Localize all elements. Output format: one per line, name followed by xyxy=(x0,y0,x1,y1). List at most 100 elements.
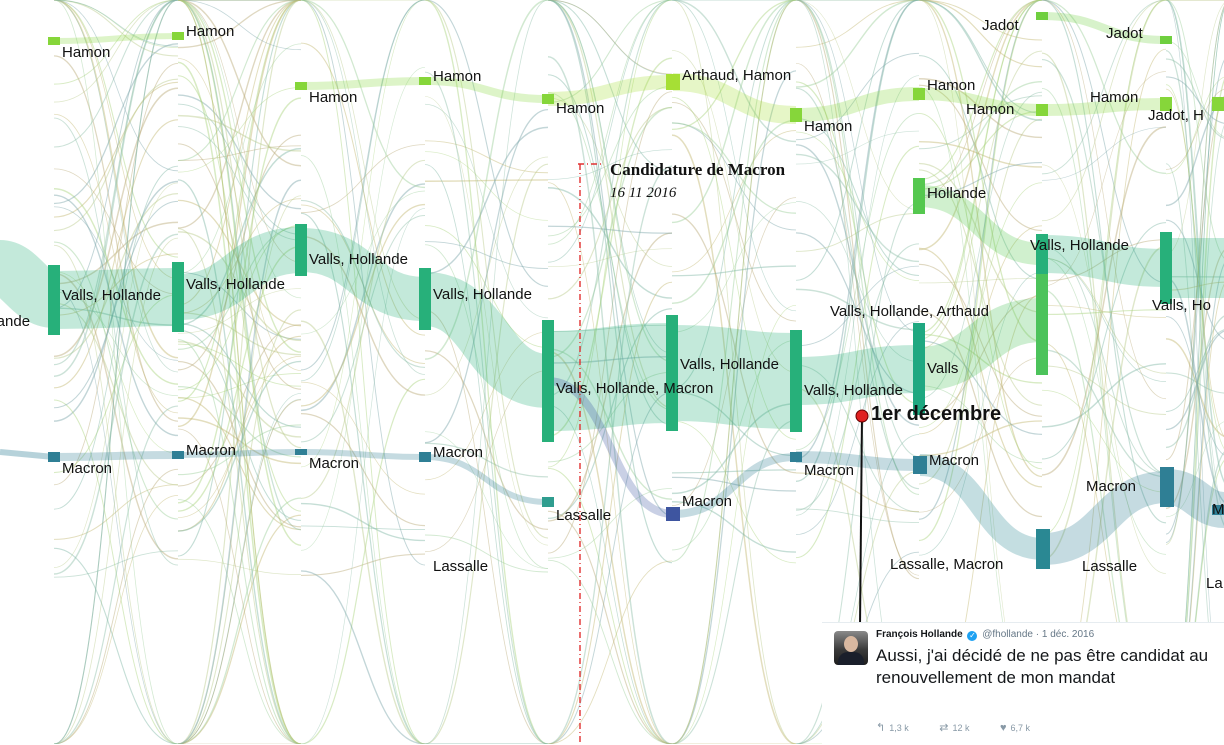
node-label-jadot-cut: Jadot, H xyxy=(1148,107,1204,124)
thin-flow xyxy=(178,498,301,744)
node-label-macron: Macron xyxy=(309,455,359,472)
tweet-author[interactable]: François Hollande xyxy=(876,629,963,640)
node-hamon xyxy=(295,82,307,90)
node-label-lassalle: Lassalle xyxy=(433,558,488,575)
node-label-valls-hollande-macron: Valls, Hollande, Macron xyxy=(556,380,713,397)
node-valls_hollande xyxy=(48,265,60,335)
node-label-hamon: Hamon xyxy=(804,118,852,135)
node-label-arthaud-hamon: Arthaud, Hamon xyxy=(682,67,791,84)
node-label-hamon: Hamon xyxy=(1090,89,1138,106)
tweet-meta: @fhollande · 1 déc. 2016 xyxy=(982,629,1094,640)
node-hamon xyxy=(1036,104,1048,116)
thin-flow xyxy=(548,561,672,744)
like-action[interactable]: ♥6,7 k xyxy=(1000,723,1044,733)
thin-flow xyxy=(301,0,425,381)
node-label-valls-hollande: Valls, Hollande xyxy=(1030,237,1129,254)
node-hamon xyxy=(790,108,802,122)
flow-band-m7-l3 xyxy=(920,465,1043,549)
node-valls_hollande xyxy=(419,268,431,330)
thin-flow xyxy=(178,62,301,744)
thin-flow xyxy=(796,509,919,523)
node-valls_hollande_macron xyxy=(542,320,554,442)
node-hollande xyxy=(913,178,925,214)
thin-flow xyxy=(178,515,301,744)
node-label-macron: Macron xyxy=(682,493,732,510)
thin-flow xyxy=(178,330,301,520)
node-valls_hollande xyxy=(666,315,678,431)
node-label-jadot: Jadot xyxy=(1106,25,1143,42)
avatar-face xyxy=(844,636,858,652)
thin-flow xyxy=(672,420,796,744)
node-label-macron: Macron xyxy=(804,462,854,479)
thin-flow xyxy=(548,0,672,74)
node-label-lassalle-macron: Lassalle, Macron xyxy=(890,556,1003,573)
node-lassalle xyxy=(542,497,554,507)
like-count: 6,7 k xyxy=(1011,723,1031,733)
thin-flow xyxy=(1042,127,1166,180)
node-macron xyxy=(1160,467,1174,507)
flow-band-left-edge xyxy=(0,268,54,300)
thin-flow xyxy=(548,183,672,744)
flow-band-m1-m2 xyxy=(54,455,178,457)
node-macron xyxy=(419,452,431,462)
node-macron xyxy=(48,452,60,462)
node-label-hamon: Hamon xyxy=(186,23,234,40)
node-label-macron: Macron xyxy=(186,442,236,459)
node-label-hamon: Hamon xyxy=(927,77,975,94)
node-label-valls-hollande: Valls, Hollande xyxy=(680,356,779,373)
reply-count: 1,3 k xyxy=(889,723,909,733)
node-jadot xyxy=(1160,36,1172,44)
thin-flow xyxy=(425,180,548,181)
thin-flow xyxy=(178,429,301,744)
node-label-macron: Macron xyxy=(929,452,979,469)
event-label: 1er décembre xyxy=(871,403,1001,426)
node-label-valls-hollande: Valls, Hollande xyxy=(186,276,285,293)
node-label-valls-hollande: Valls, Hollande xyxy=(433,286,532,303)
node-valls_hollande_arthaud xyxy=(1036,265,1048,375)
avatar[interactable] xyxy=(834,631,868,665)
tweet-card[interactable]: François Hollande ✓ @fhollande · 1 déc. … xyxy=(822,622,1224,745)
node-valls_hollande xyxy=(790,330,802,432)
node-hamon xyxy=(913,88,925,100)
flow-band-v7-v8 xyxy=(796,369,919,381)
node-macron xyxy=(790,452,802,462)
thin-flow xyxy=(548,0,672,362)
verified-badge-icon: ✓ xyxy=(967,631,977,641)
thin-flow xyxy=(301,321,425,744)
node-label-jadot: Jadot xyxy=(982,17,1019,34)
node-label-valls-hollande-arthaud: Valls, Hollande, Arthaud xyxy=(830,303,989,320)
node-label-macron: Macron xyxy=(62,460,112,477)
node-label-valls-hollande-cut: Valls, Ho xyxy=(1152,297,1211,314)
thin-flow xyxy=(54,469,178,744)
thin-flow xyxy=(54,79,178,230)
flow-band-n1-n2 xyxy=(54,36,178,41)
retweet-action[interactable]: ⇄12 k xyxy=(939,723,983,733)
node-valls_hollande xyxy=(172,262,184,332)
node-label-hamon: Hamon xyxy=(309,89,357,106)
node-label-macron-cut: M xyxy=(1212,501,1224,518)
node-arthaud_hamon xyxy=(666,74,680,90)
node-hamon xyxy=(172,32,184,40)
node-macron xyxy=(913,456,927,474)
flow-band-v9-v10 xyxy=(1042,254,1166,268)
node-jadot xyxy=(1036,12,1048,20)
flow-band-n3-n4 xyxy=(301,81,425,86)
node-macron xyxy=(295,449,307,455)
thin-flow xyxy=(301,0,425,744)
reply-action[interactable]: ↰1,3 k xyxy=(876,723,923,733)
thin-flow xyxy=(1042,310,1166,315)
node-macron xyxy=(666,507,680,521)
node-label-hamon: Hamon xyxy=(433,68,481,85)
node-valls_hollande_cut xyxy=(1160,232,1172,304)
node-label-hamon: Hamon xyxy=(966,101,1014,118)
node-hamon xyxy=(542,94,554,104)
thin-flow xyxy=(425,127,548,273)
node-lassalle_macron xyxy=(1036,529,1050,569)
thin-flow xyxy=(301,145,425,213)
tweet-header: François Hollande ✓ @fhollande · 1 déc. … xyxy=(876,629,1094,641)
flow-band-left-macron xyxy=(0,452,54,457)
node-label-hamon: Hamon xyxy=(62,44,110,61)
thin-flow xyxy=(796,131,919,164)
thin-flow xyxy=(796,0,919,87)
flow-band-v4-v5 xyxy=(425,299,548,381)
